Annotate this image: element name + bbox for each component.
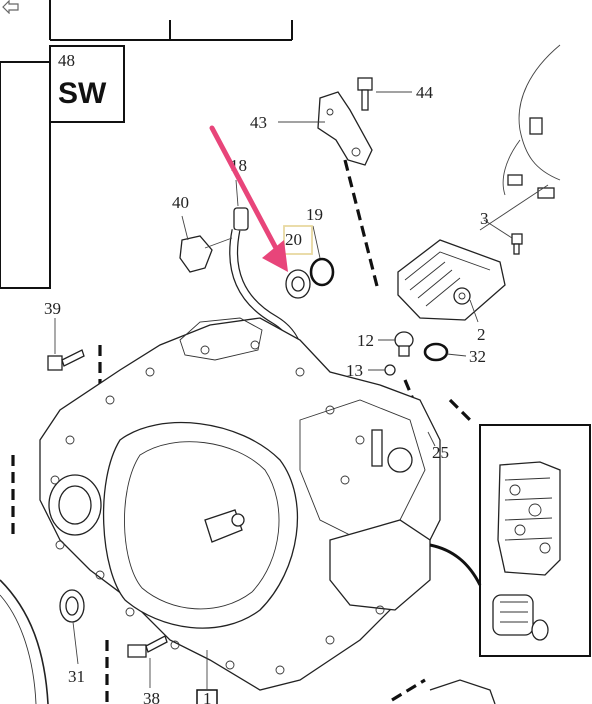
leader-lines	[54, 91, 513, 688]
bracket-43	[317, 91, 373, 166]
callout-31: 31	[68, 667, 85, 686]
seal-20	[285, 269, 311, 299]
callout-2: 2	[477, 325, 486, 344]
o-ring-32	[423, 342, 449, 362]
callout-3: 3	[480, 209, 489, 228]
inset-code: 48	[58, 51, 75, 70]
callout-25: 25	[432, 443, 449, 462]
callout-19: 19	[306, 205, 323, 224]
highlight-arrow	[209, 125, 288, 272]
o-ring-19	[309, 257, 335, 287]
callout-box-1: 1	[196, 650, 218, 704]
plug-12	[394, 331, 414, 357]
inset-panel-frame	[0, 61, 51, 289]
transmission-housing	[39, 317, 482, 691]
callout-1: 1	[203, 689, 212, 704]
header-frame	[49, 0, 293, 41]
bolt-38	[127, 635, 168, 658]
callout-20: 20	[285, 230, 302, 249]
callout-12: 12	[357, 331, 374, 350]
bolt-39	[47, 349, 85, 371]
clip-40	[179, 235, 233, 273]
flywheel-edge	[0, 579, 49, 704]
callout-13: 13	[346, 361, 363, 380]
inset-label: SW	[58, 77, 107, 110]
screw-3	[511, 233, 523, 255]
callout-43: 43	[250, 113, 267, 132]
back-arrow-icon[interactable]	[2, 0, 20, 15]
oil-pan-corner	[429, 679, 496, 704]
ball-13	[384, 364, 396, 376]
valve-body-inset	[479, 424, 591, 657]
bolt-44	[357, 77, 373, 111]
wiring-harness	[479, 44, 561, 231]
callout-39: 39	[44, 299, 61, 318]
control-module-2	[397, 239, 506, 321]
callout-44: 44	[416, 83, 434, 102]
callout-40: 40	[172, 193, 189, 212]
callout-32: 32	[469, 347, 486, 366]
seal-31	[59, 589, 85, 623]
inset-sw-box: 48 SW	[49, 45, 125, 123]
callout-38: 38	[143, 689, 160, 704]
